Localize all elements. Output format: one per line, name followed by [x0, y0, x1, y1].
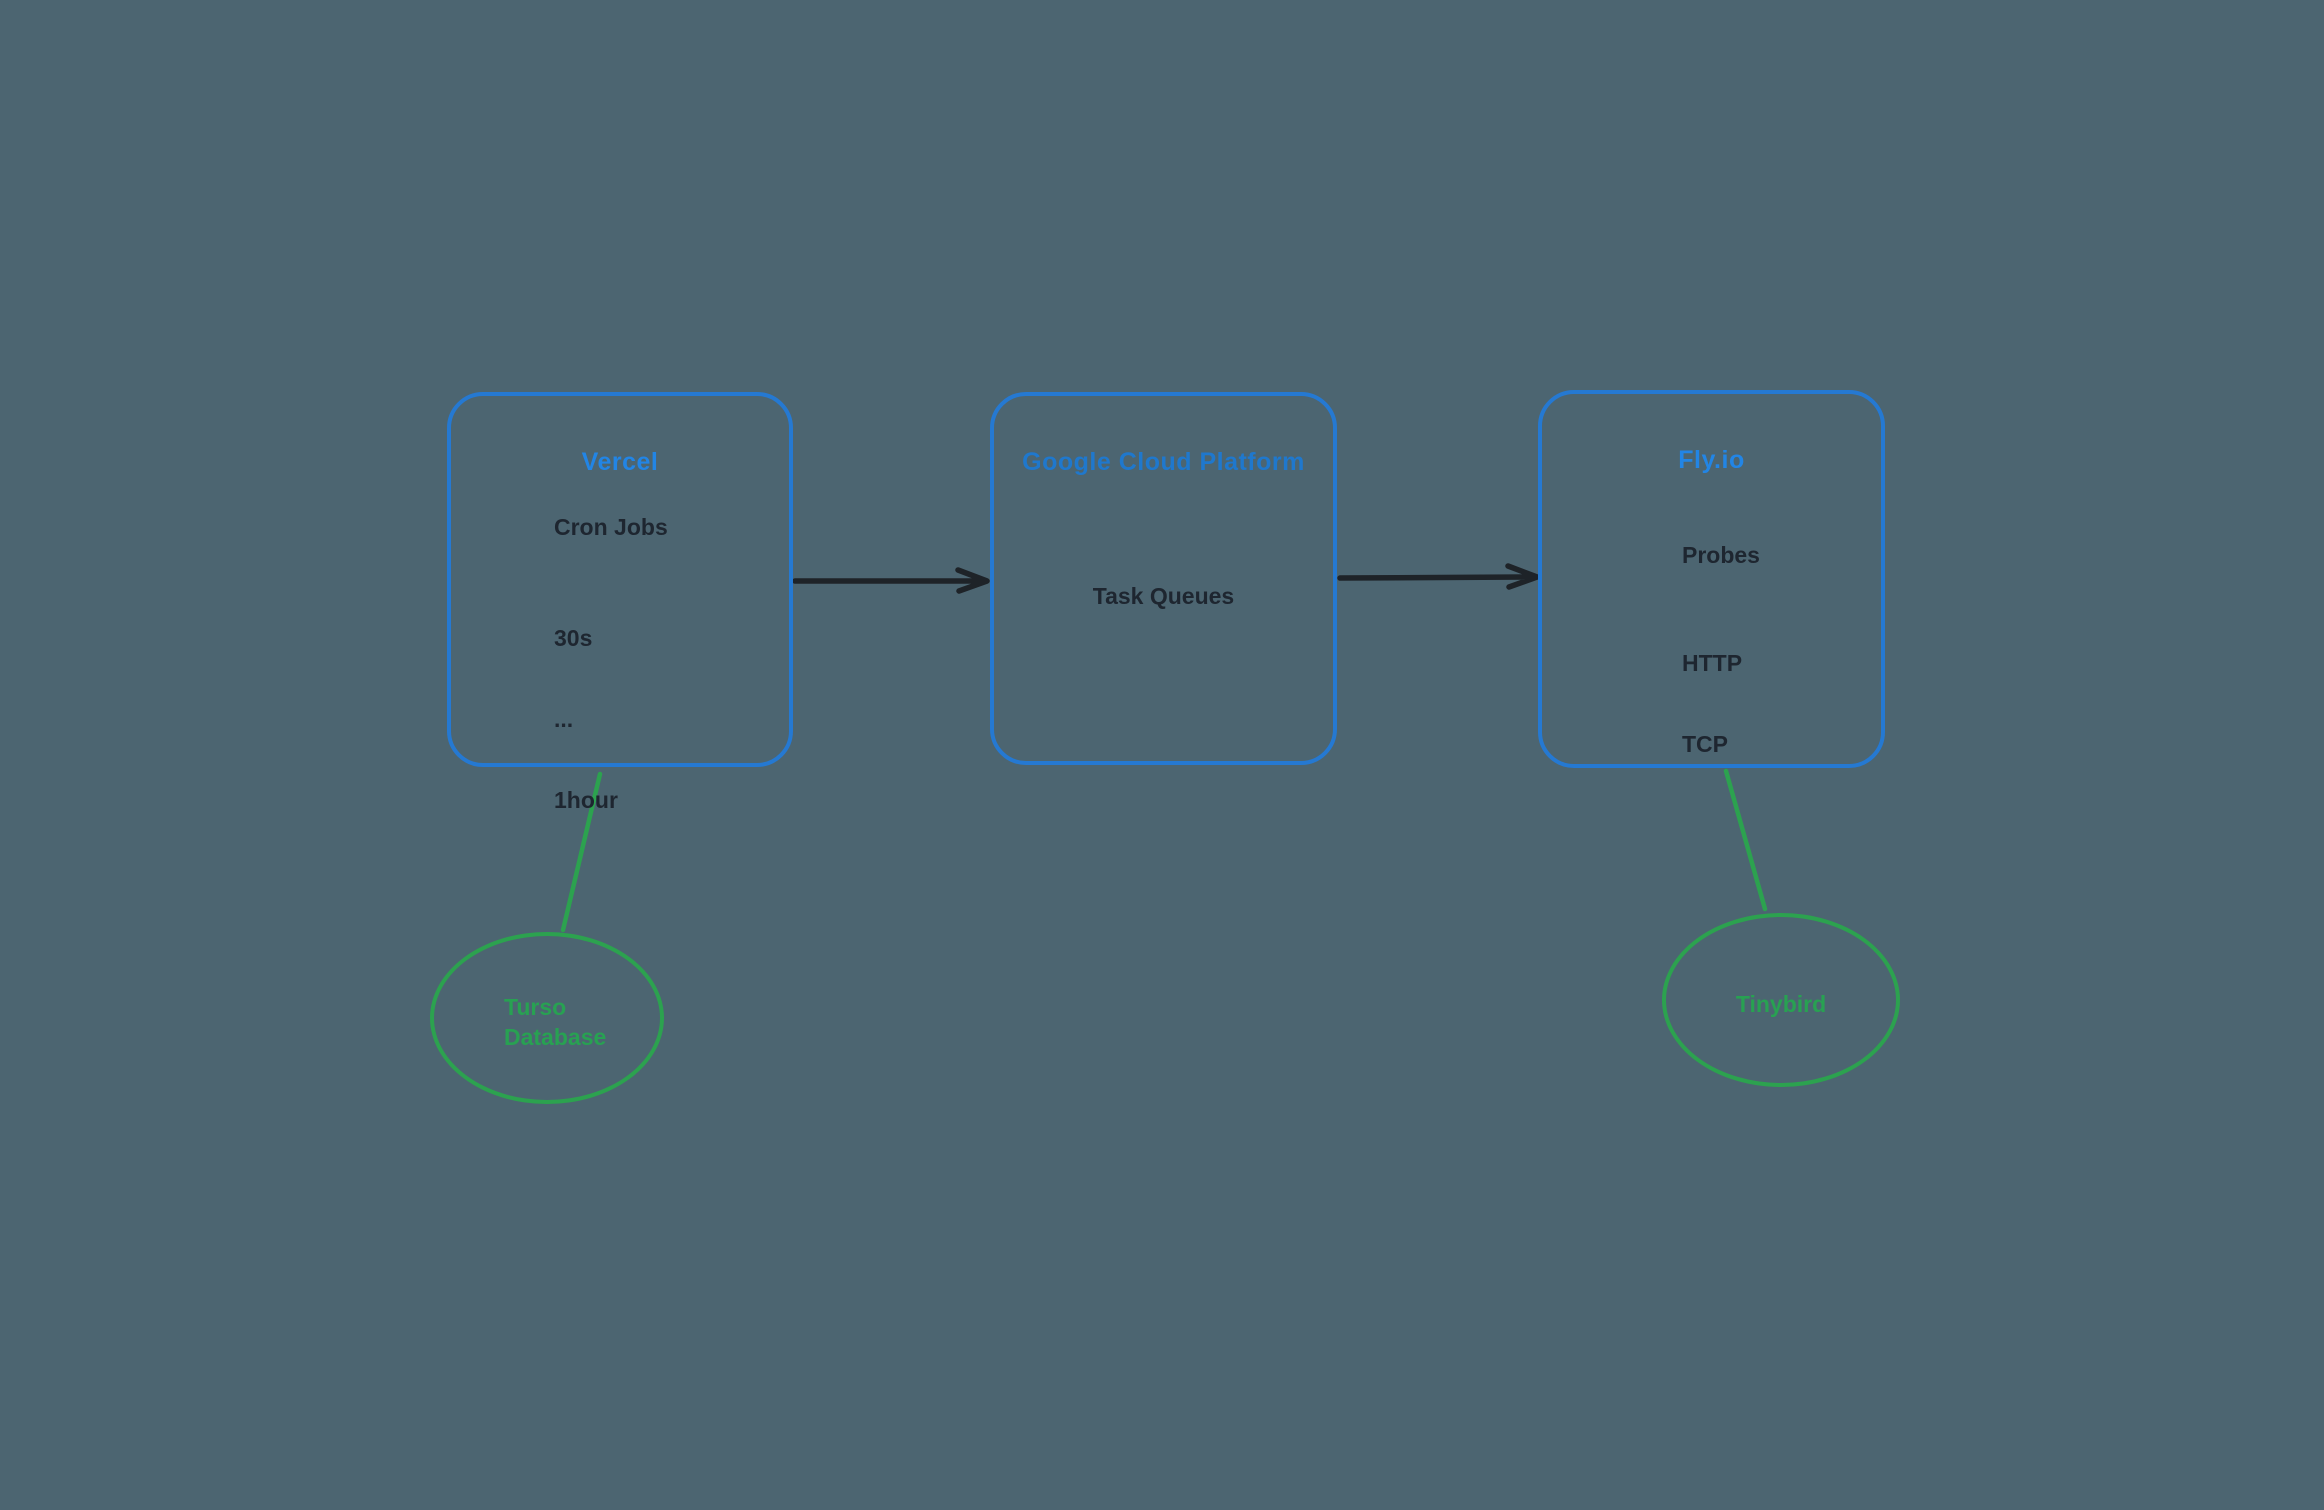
node-flyio-title: Fly.io — [1678, 446, 1745, 474]
node-gcp-heading: Task Queues — [1092, 583, 1235, 609]
node-tinybird: Tinybird — [1662, 913, 1900, 1087]
arrow-gcp-to-flyio — [1337, 563, 1540, 590]
node-turso-label-line-1: Turso — [504, 994, 567, 1020]
node-flyio: Fly.io Probes HTTP TCP — [1538, 390, 1885, 768]
node-tinybird-label: Tinybird — [1735, 991, 1827, 1017]
node-vercel-line-3: 1hour — [554, 787, 618, 813]
node-turso-database: Turso Database — [430, 932, 664, 1104]
node-gcp-title: Google Cloud Platform — [1022, 448, 1305, 476]
node-flyio-heading: Probes — [1682, 542, 1760, 568]
node-flyio-line-1: HTTP — [1682, 650, 1743, 676]
node-gcp: Google Cloud Platform Task Queues — [990, 392, 1337, 765]
node-vercel-title: Vercel — [581, 448, 659, 476]
node-flyio-line-2: TCP — [1682, 731, 1728, 757]
node-turso-label: Turso Database — [504, 992, 606, 1052]
line-flyio-to-tinybird — [1723, 768, 1768, 912]
node-vercel-line-2: ... — [554, 706, 574, 732]
arrow-vercel-to-gcp — [792, 567, 990, 594]
node-vercel-line-1: 30s — [554, 625, 593, 651]
node-vercel-heading: Cron Jobs — [554, 514, 668, 540]
line-vercel-to-turso — [560, 771, 603, 933]
node-turso-label-line-2: Database — [504, 1024, 607, 1050]
node-flyio-lines: HTTP TCP — [1682, 596, 1742, 812]
node-vercel: Vercel Cron Jobs 30s ... 1hour — [447, 392, 793, 813]
node-vercel-lines: 30s ... 1hour — [554, 571, 618, 868]
